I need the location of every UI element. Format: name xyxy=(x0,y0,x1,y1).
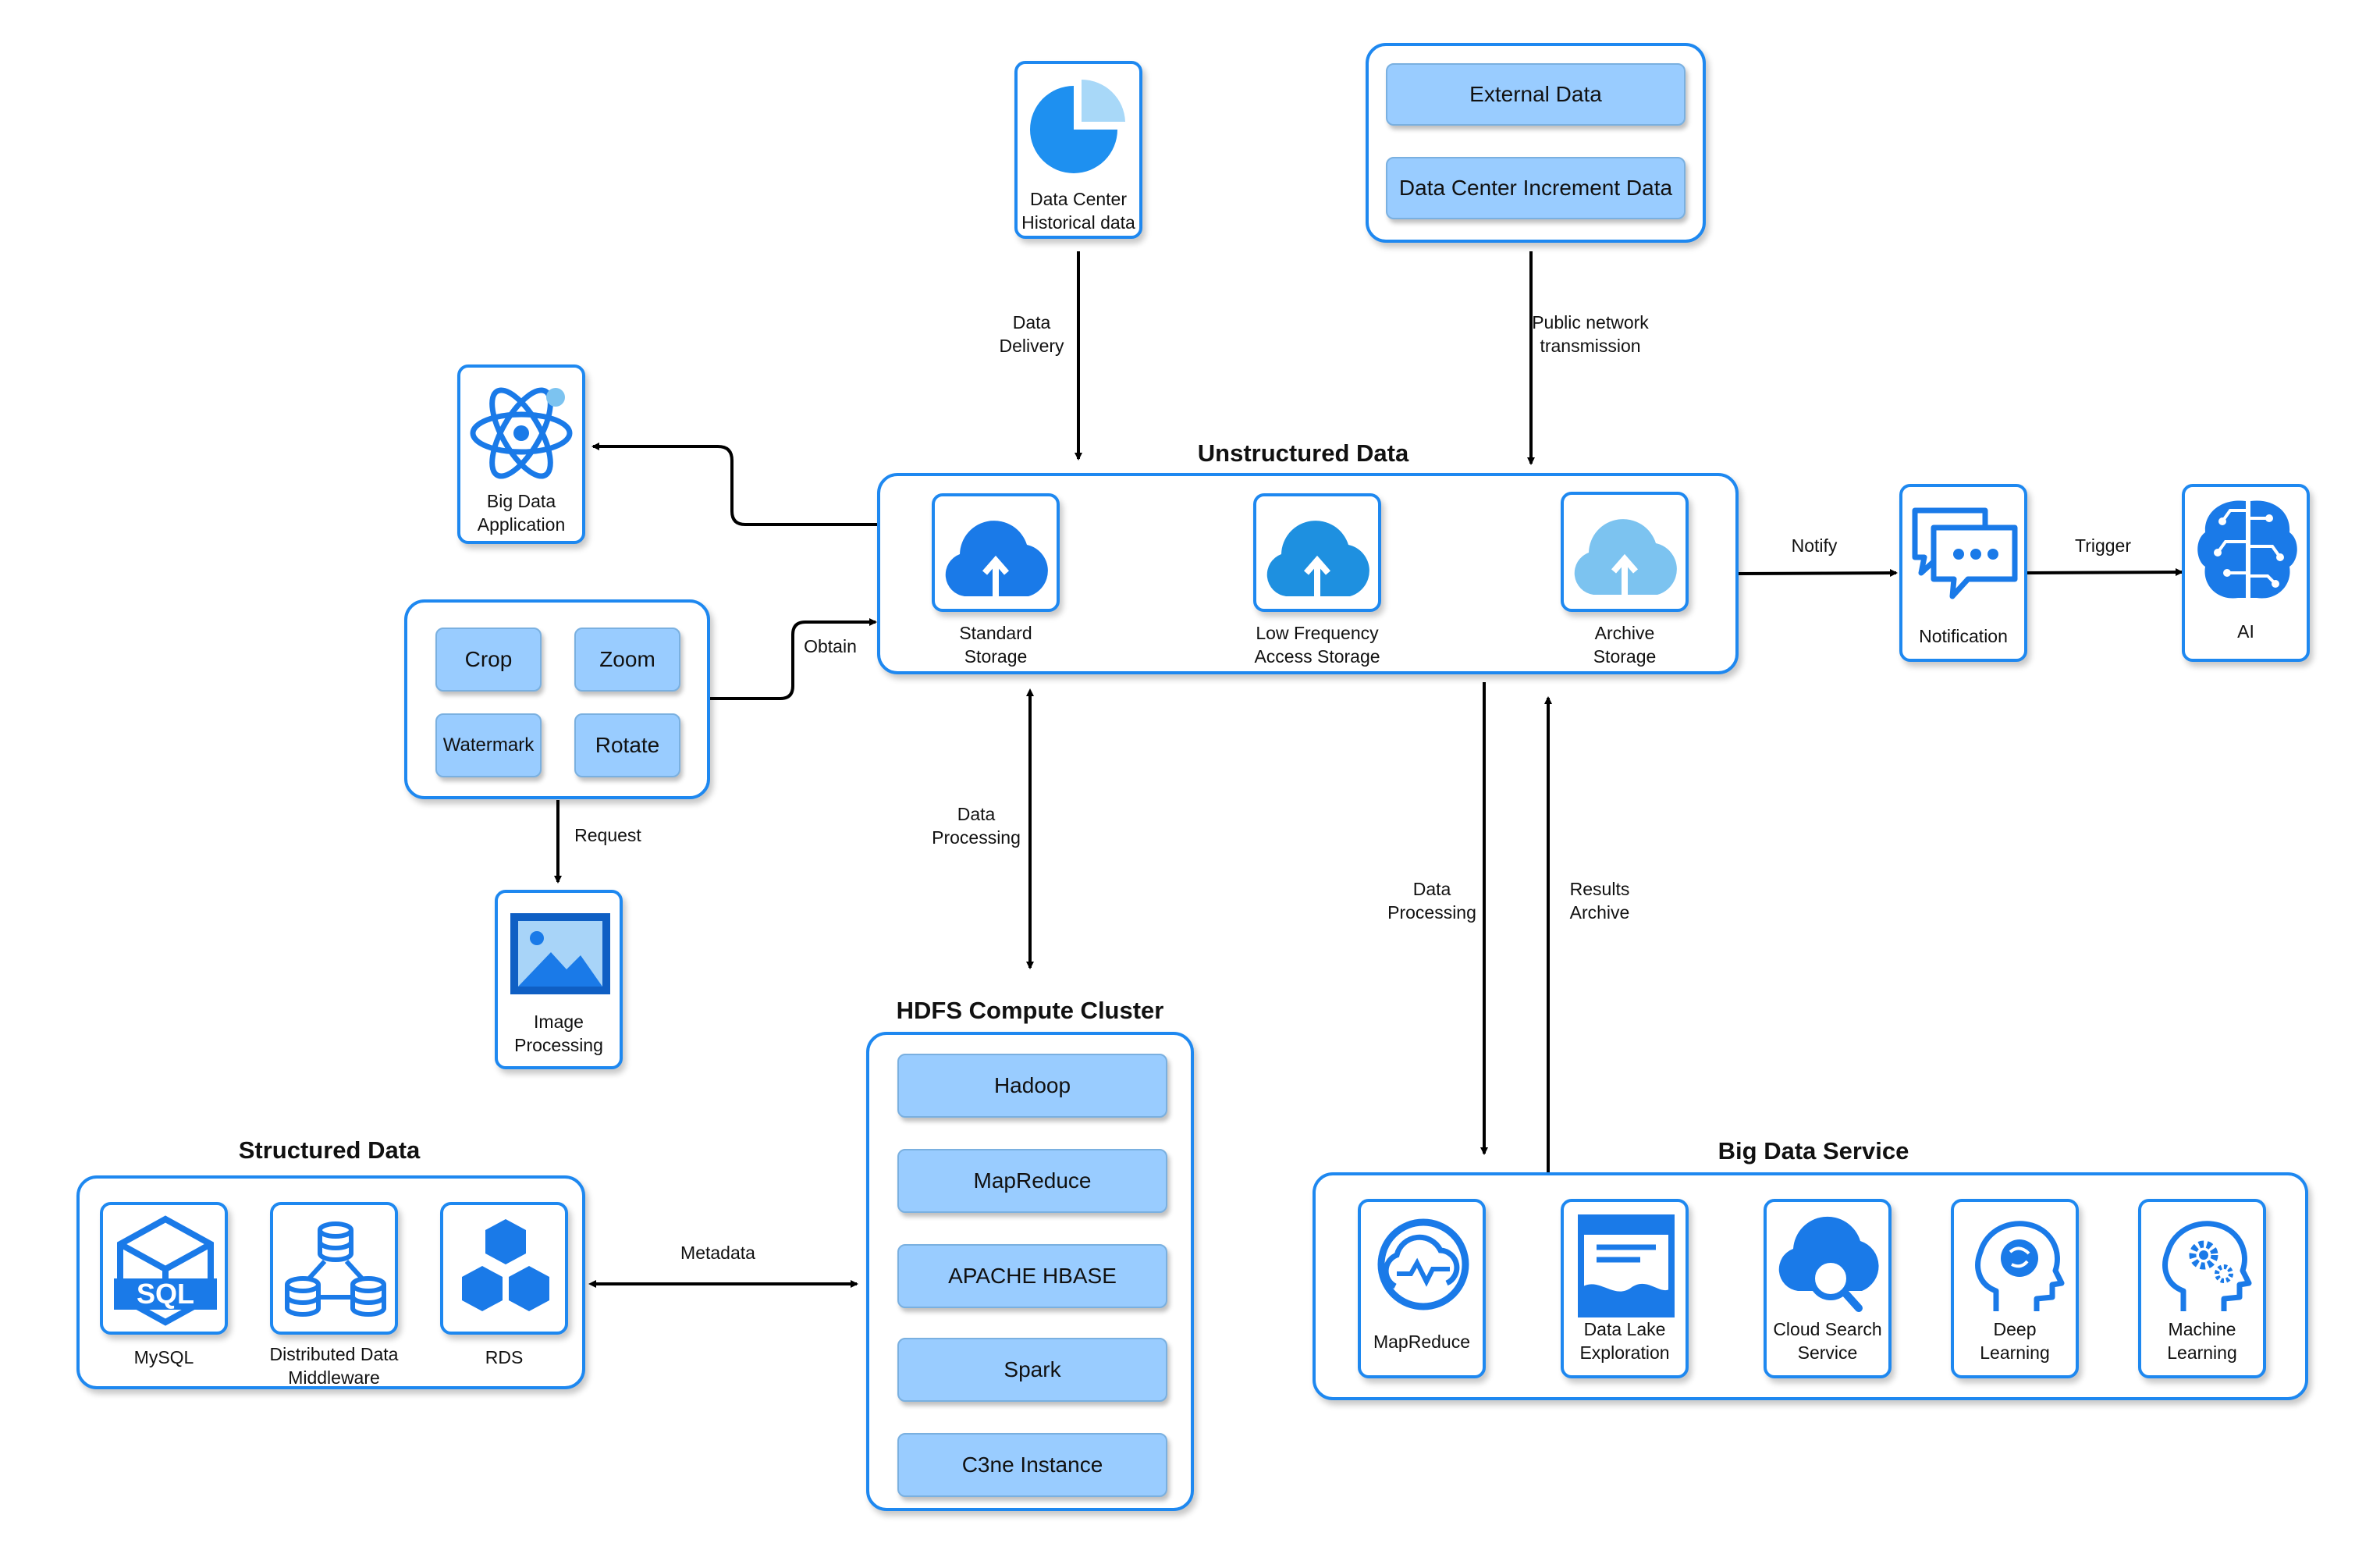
label-metadata: Metadata xyxy=(680,1243,755,1263)
big-data-application-tile[interactable]: Big Data Application xyxy=(457,364,585,544)
archive-storage-label: Archive Storage xyxy=(1593,623,1657,667)
cloud-upload-icon xyxy=(945,521,1048,596)
watermark-button[interactable]: Watermark xyxy=(435,713,542,777)
distributed-middleware-label: Distributed Data Middleware xyxy=(269,1344,399,1388)
big-data-service-group: MapReduce Data Lake Exploration Cloud Se… xyxy=(1313,1172,2308,1400)
cloud-search-label: Cloud Search Service xyxy=(1773,1319,1882,1363)
mapreduce-service-tile[interactable]: MapReduce xyxy=(1358,1199,1486,1378)
cloud-search-tile[interactable]: Cloud Search Service xyxy=(1764,1199,1892,1378)
image-processing-tile[interactable]: Image Processing xyxy=(495,890,623,1069)
hdfs-item[interactable]: C3ne Instance xyxy=(897,1433,1167,1497)
label-data-processing-hdfs: Data Processing xyxy=(932,804,1021,848)
hdfs-item[interactable]: Spark xyxy=(897,1338,1167,1402)
mysql-tile[interactable]: SQL xyxy=(100,1202,228,1335)
hexagon-cluster-icon xyxy=(462,1219,549,1311)
image-processing-label: Image Processing xyxy=(514,1012,603,1055)
cloud-upload-icon xyxy=(1574,519,1677,595)
structured-data-group: SQL MySQL Distributed Data Middleware RD… xyxy=(76,1175,585,1389)
arrow-trigger xyxy=(2027,568,2183,577)
mysql-label: MySQL xyxy=(133,1347,194,1367)
standard-storage-label: Standard Storage xyxy=(959,623,1032,667)
unstructured-data-group: Standard Storage Low Frequency Access St… xyxy=(877,473,1739,674)
machine-learning-tile[interactable]: Machine Learning xyxy=(2138,1199,2266,1378)
rotate-button[interactable]: Rotate xyxy=(574,713,680,777)
arrow-big-data-app xyxy=(591,443,877,526)
label-data-delivery: Data Delivery xyxy=(999,312,1064,356)
data-lake-tile[interactable]: Data Lake Exploration xyxy=(1561,1199,1689,1378)
data-lake-label: Data Lake Exploration xyxy=(1579,1319,1670,1363)
big-data-application-label: Big Data Application xyxy=(477,491,566,535)
big-data-service-title: Big Data Service xyxy=(1718,1137,1909,1165)
low-frequency-storage-tile[interactable] xyxy=(1253,493,1381,612)
svg-text:SQL: SQL xyxy=(137,1278,194,1310)
machine-learning-label: Machine Learning xyxy=(2167,1319,2237,1363)
ai-tile[interactable]: AI xyxy=(2182,484,2310,662)
label-public-network: Public network transmission xyxy=(1532,312,1649,356)
label-request: Request xyxy=(574,825,641,845)
hdfs-compute-cluster-group: Hadoop MapReduce APACHE HBASE Spark C3ne… xyxy=(866,1032,1194,1511)
pie-chart-icon xyxy=(1030,79,1125,173)
cloud-search-icon xyxy=(1778,1216,1879,1312)
sql-database-icon: SQL xyxy=(114,1215,217,1326)
increment-data-item[interactable]: Data Center Increment Data xyxy=(1386,157,1686,219)
notification-tile[interactable]: Notification xyxy=(1899,484,2027,662)
atom-icon xyxy=(470,387,573,479)
archive-storage-tile[interactable] xyxy=(1561,492,1689,612)
database-network-icon xyxy=(285,1221,386,1317)
label-results-archive: Results Archive xyxy=(1569,879,1630,923)
head-gears-icon xyxy=(2162,1221,2252,1311)
chat-bubbles-icon xyxy=(1912,507,2018,599)
historical-data-label: Data Center Historical data xyxy=(1021,189,1135,233)
zoom-button[interactable]: Zoom xyxy=(574,628,680,692)
rds-label: RDS xyxy=(485,1347,524,1367)
arrow-notify xyxy=(1736,569,1898,578)
brain-circuit-icon xyxy=(2197,500,2297,599)
notification-label: Notification xyxy=(1919,626,2008,646)
label-trigger: Trigger xyxy=(2075,535,2131,556)
external-data-group: External Data Data Center Increment Data xyxy=(1366,43,1706,243)
head-brain-icon xyxy=(1975,1221,2065,1311)
mapreduce-service-label: MapReduce xyxy=(1373,1332,1471,1352)
label-notify: Notify xyxy=(1791,535,1838,556)
hdfs-title: HDFS Compute Cluster xyxy=(896,997,1164,1024)
hdfs-item[interactable]: MapReduce xyxy=(897,1149,1167,1213)
arrow-obtain xyxy=(710,618,877,700)
label-data-processing-bds: Data Processing xyxy=(1387,879,1476,923)
ai-label: AI xyxy=(2237,621,2254,642)
distributed-middleware-tile[interactable] xyxy=(270,1202,398,1335)
historical-data-tile[interactable]: Data Center Historical data xyxy=(1014,61,1142,239)
data-lake-icon xyxy=(1578,1214,1675,1317)
hdfs-item[interactable]: Hadoop xyxy=(897,1054,1167,1118)
structured-data-title: Structured Data xyxy=(238,1136,421,1164)
label-obtain: Obtain xyxy=(804,636,857,656)
unstructured-data-title: Unstructured Data xyxy=(1197,439,1409,467)
rds-tile[interactable] xyxy=(440,1202,568,1335)
external-data-item[interactable]: External Data xyxy=(1386,63,1686,126)
deep-learning-label: Deep Learning xyxy=(1980,1319,2050,1363)
image-operations-group: Crop Zoom Watermark Rotate xyxy=(404,599,710,799)
cloud-upload-icon xyxy=(1266,521,1369,596)
mapreduce-icon xyxy=(1377,1218,1469,1310)
deep-learning-tile[interactable]: Deep Learning xyxy=(1951,1199,2079,1378)
low-frequency-storage-label: Low Frequency Access Storage xyxy=(1254,623,1380,667)
image-icon xyxy=(510,913,610,994)
standard-storage-tile[interactable] xyxy=(932,493,1060,612)
hdfs-item[interactable]: APACHE HBASE xyxy=(897,1244,1167,1308)
crop-button[interactable]: Crop xyxy=(435,628,542,692)
